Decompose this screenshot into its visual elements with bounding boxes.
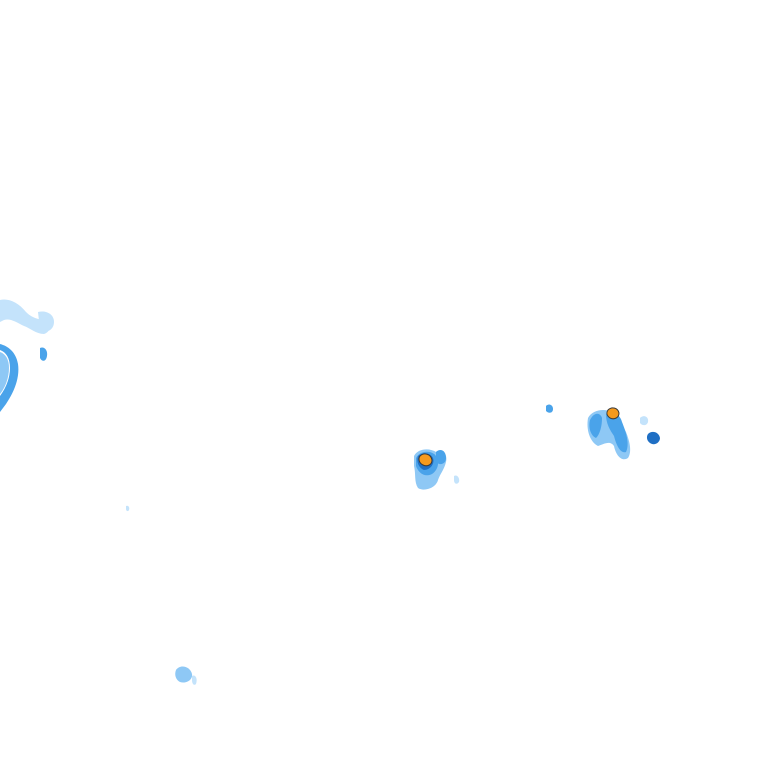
west-arc-speck (40, 347, 48, 361)
west-arc-light-inner (0, 352, 9, 394)
echo-west-edge-arc (0, 299, 54, 412)
east-cell-moderate (606, 412, 628, 453)
west-arc-fragment (38, 311, 54, 332)
west-arc-light (0, 299, 50, 334)
central-cell-tail (436, 450, 446, 465)
central-cell-core (418, 453, 433, 467)
echo-central-cell (414, 449, 460, 490)
south-west-speck-light (175, 666, 193, 683)
east-cell-moderate-left (589, 413, 602, 438)
south-west-speck-tail (192, 675, 197, 685)
east-small-cell-right-halo (640, 416, 649, 426)
east-cell-core (606, 407, 620, 420)
central-cell-outlier (454, 475, 460, 484)
echo-east-cell (546, 404, 660, 460)
west-arc-moderate (0, 344, 19, 412)
east-small-cell-right (646, 431, 660, 445)
east-small-cell-left (546, 404, 553, 413)
echo-south-west-speck (126, 505, 197, 685)
west-tiny-speck (126, 505, 130, 512)
